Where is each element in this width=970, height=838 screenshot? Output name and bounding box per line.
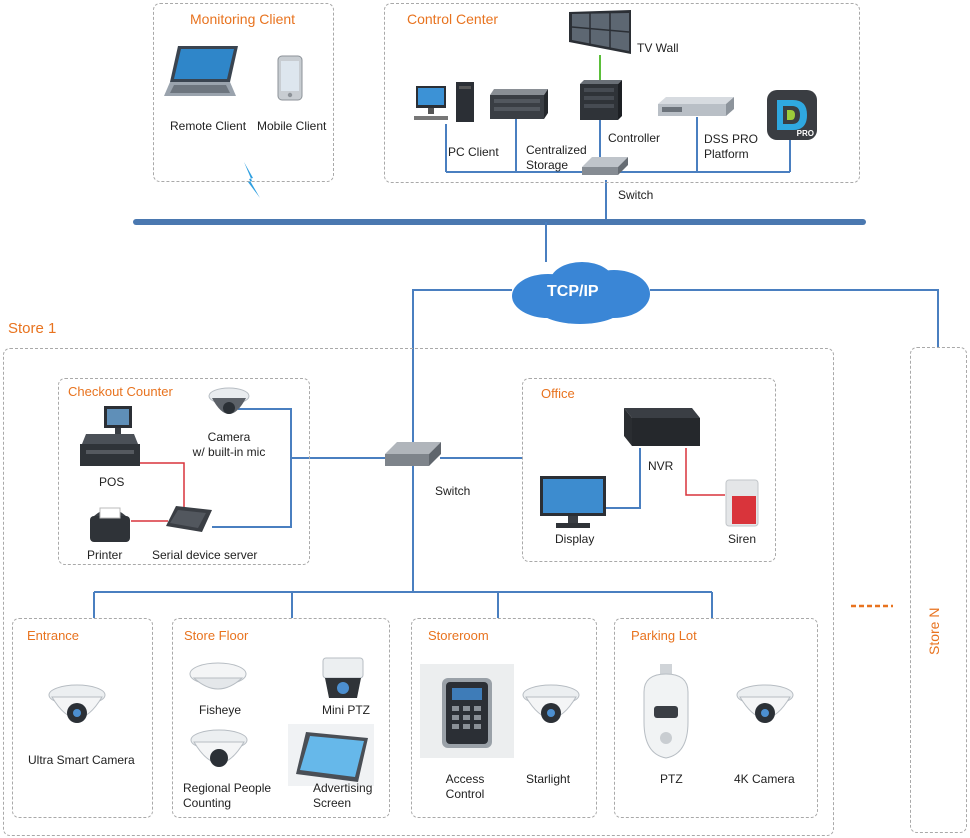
people-counting-label-line2: Counting	[183, 796, 232, 810]
fisheye-label: Fisheye	[199, 703, 242, 717]
checkout-counter-title: Checkout Counter	[68, 384, 173, 399]
control-center-box	[384, 3, 860, 183]
access-control-icon	[420, 664, 514, 758]
laptop-icon	[164, 46, 238, 96]
pos-label: POS	[99, 475, 125, 489]
4k-camera-label: 4K Camera	[734, 772, 795, 786]
cc-switch-label: Switch	[618, 188, 654, 202]
controller-label: Controller	[608, 131, 661, 145]
nvr-icon	[624, 408, 700, 446]
store-floor-title: Store Floor	[184, 628, 249, 643]
store1-switch-label: Switch	[435, 484, 471, 498]
ptz-label: PTZ	[660, 772, 683, 786]
dss-pro-app-icon: PRO	[767, 90, 817, 140]
office-title: Office	[541, 386, 575, 401]
siren-label: Siren	[728, 532, 757, 546]
storage-label-line1: Centralized	[526, 143, 587, 157]
ultra-smart-camera-icon	[48, 684, 106, 723]
starlight-label: Starlight	[526, 772, 571, 786]
wireless-lightning-icon	[244, 162, 260, 198]
nvr-display-link	[606, 448, 641, 509]
tv-wall-label: TV Wall	[637, 41, 679, 55]
monitoring-client-title: Monitoring Client	[190, 11, 296, 27]
storeroom-title: Storeroom	[428, 628, 489, 643]
mic-camera-label-line2: w/ built-in mic	[192, 445, 266, 459]
storage-server-icon	[490, 89, 548, 119]
dss-logo-icon	[777, 100, 807, 130]
starlight-camera-icon	[522, 684, 580, 723]
serial-device-server-label: Serial device server	[152, 548, 258, 562]
advertising-screen-label-line2: Screen	[313, 796, 352, 810]
pc-client-label: PC Client	[448, 145, 499, 159]
siren-icon	[725, 479, 759, 527]
cloud-to-storeN	[650, 289, 939, 348]
dss-platform-label: DSS PRO Platform	[704, 132, 758, 162]
access-control-label-line2: Control	[445, 787, 485, 801]
ultra-smart-camera-label: Ultra Smart Camera	[28, 753, 135, 767]
advertising-screen-label-line1: Advertising	[313, 781, 373, 795]
dss-pro-badge: PRO	[796, 129, 814, 138]
access-control-label: Access Control	[446, 772, 485, 802]
store1-title: Store 1	[8, 320, 57, 337]
dss-pro-server-icon	[658, 97, 734, 116]
serial-device-server-icon	[166, 506, 212, 532]
store-n-title: Store N	[926, 607, 942, 655]
parking-lot-title: Parking Lot	[631, 628, 697, 643]
4k-camera-icon	[736, 684, 794, 723]
mobile-phone-icon	[277, 55, 303, 101]
tv-wall-icon	[569, 10, 631, 54]
display-label: Display	[555, 532, 595, 546]
advertising-screen-icon	[288, 724, 374, 786]
control-center-title: Control Center	[407, 11, 499, 27]
cc-switch-icon	[582, 157, 628, 175]
store1-box	[3, 348, 834, 836]
ptz-camera-icon	[643, 664, 689, 759]
nvr-label: NVR	[648, 459, 674, 473]
entrance-title: Entrance	[27, 628, 80, 643]
dome-camera-icon	[208, 387, 250, 414]
dss-platform-label-line2: Platform	[704, 147, 749, 161]
advertising-screen-label: Advertising Screen	[313, 781, 372, 811]
store-floor-box	[172, 618, 390, 818]
parking-lot-box	[614, 618, 818, 818]
store-n-box	[910, 347, 967, 833]
mini-ptz-label: Mini PTZ	[322, 703, 370, 717]
remote-client-label: Remote Client	[170, 119, 247, 133]
monitoring-client-box	[153, 3, 334, 182]
display-monitor-icon	[540, 476, 606, 528]
office-box	[522, 378, 776, 562]
nvr-siren-link	[685, 448, 725, 496]
fisheye-camera-icon	[189, 662, 247, 690]
pc-workstation-icon	[414, 82, 474, 122]
entrance-box	[12, 618, 153, 818]
dss-platform-label-line1: DSS PRO	[704, 132, 759, 146]
mic-camera-label-line1: Camera	[207, 430, 251, 444]
access-control-label-line1: Access	[445, 772, 485, 786]
store1-switch-icon	[385, 442, 441, 466]
video-controller-icon	[580, 80, 622, 120]
people-counting-label: Regional People Counting	[183, 781, 271, 811]
checkout-counter-box	[58, 378, 310, 565]
storage-label-line2: Storage	[526, 158, 569, 172]
mobile-client-label: Mobile Client	[257, 119, 327, 133]
storeroom-box	[411, 618, 597, 818]
printer-label: Printer	[87, 548, 123, 562]
receipt-printer-icon	[90, 507, 130, 542]
pos-serial-link	[138, 462, 185, 521]
mini-ptz-camera-icon	[322, 657, 364, 698]
tcp-ip-label: TCP/IP	[547, 283, 599, 300]
mic-camera-label: Camera w/ built-in mic	[193, 430, 266, 460]
people-counting-label-line1: Regional People	[183, 781, 272, 795]
tcp-ip-cloud-icon	[512, 262, 650, 324]
people-counting-camera-icon	[190, 729, 248, 767]
checkout-link	[212, 408, 292, 528]
pos-terminal-icon	[80, 406, 140, 466]
centralized-storage-label: Centralized Storage	[526, 143, 587, 173]
cloud-to-store1	[412, 289, 512, 592]
